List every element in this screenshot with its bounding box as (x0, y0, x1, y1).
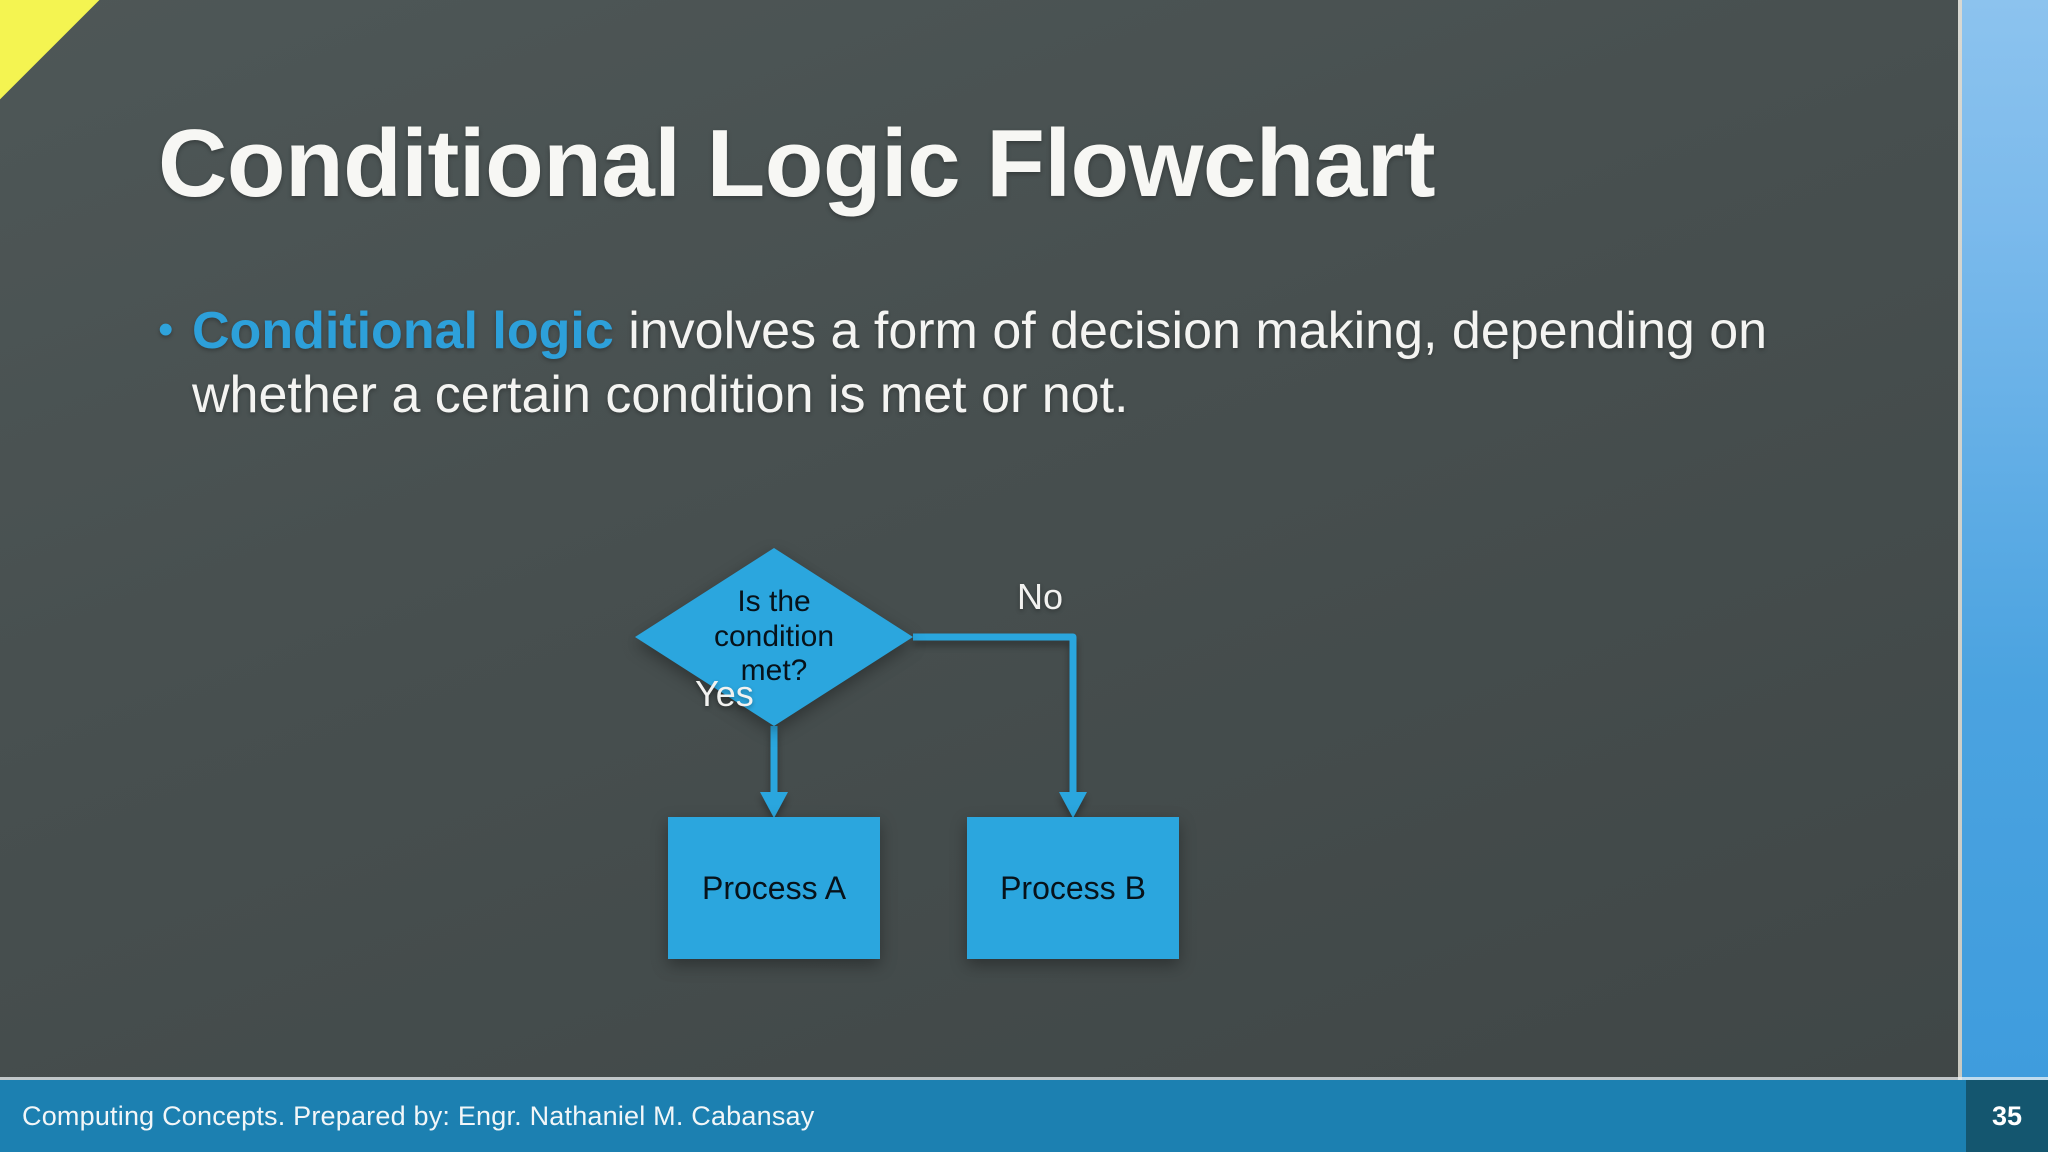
right-edge-strip (1958, 0, 2048, 1098)
bullet-text: Conditional logic involves a form of dec… (192, 300, 1858, 428)
decision-label: Is the condition met? (635, 548, 913, 726)
connector-yes (760, 726, 788, 818)
bullet-highlight: Conditional logic (192, 302, 614, 360)
edge-label-yes: Yes (695, 673, 754, 714)
bullet-rest: involves a form of decision making, depe… (192, 302, 1768, 424)
flowchart: Is the condition met? Yes No Process A P… (600, 520, 1360, 1000)
deco-band-pink (0, 0, 55, 232)
edge-label-no: No (1017, 576, 1064, 617)
flowchart-connectors (760, 633, 1087, 818)
body-bullet-list: • Conditional logic involves a form of d… (158, 300, 1858, 428)
deco-band-yellow (0, 0, 110, 287)
bullet-marker-icon: • (158, 305, 174, 354)
footer-credit-text: Computing Concepts. Prepared by: Engr. N… (22, 1100, 815, 1131)
page-number: 35 (1991, 1100, 2023, 1131)
process-b-node[interactable]: Process B (967, 817, 1179, 959)
decision-label-line1: Is the (737, 584, 811, 618)
footer-hairline (0, 1077, 2048, 1080)
decision-label-line3: met? (740, 654, 808, 688)
decision-label-line2: condition (713, 619, 835, 653)
bullet-item: • Conditional logic involves a form of d… (158, 300, 1858, 428)
process-a-node[interactable]: Process A (668, 817, 880, 959)
strip-edge-line (1958, 0, 1962, 1098)
decision-node[interactable]: Is the condition met? (635, 548, 913, 726)
page-number-panel: 35 (1966, 1080, 2048, 1152)
slide-footer: Computing Concepts. Prepared by: Engr. N… (0, 1077, 2048, 1152)
slide-title: Conditional Logic Flowchart (158, 110, 1436, 217)
connector-no (913, 633, 1087, 818)
